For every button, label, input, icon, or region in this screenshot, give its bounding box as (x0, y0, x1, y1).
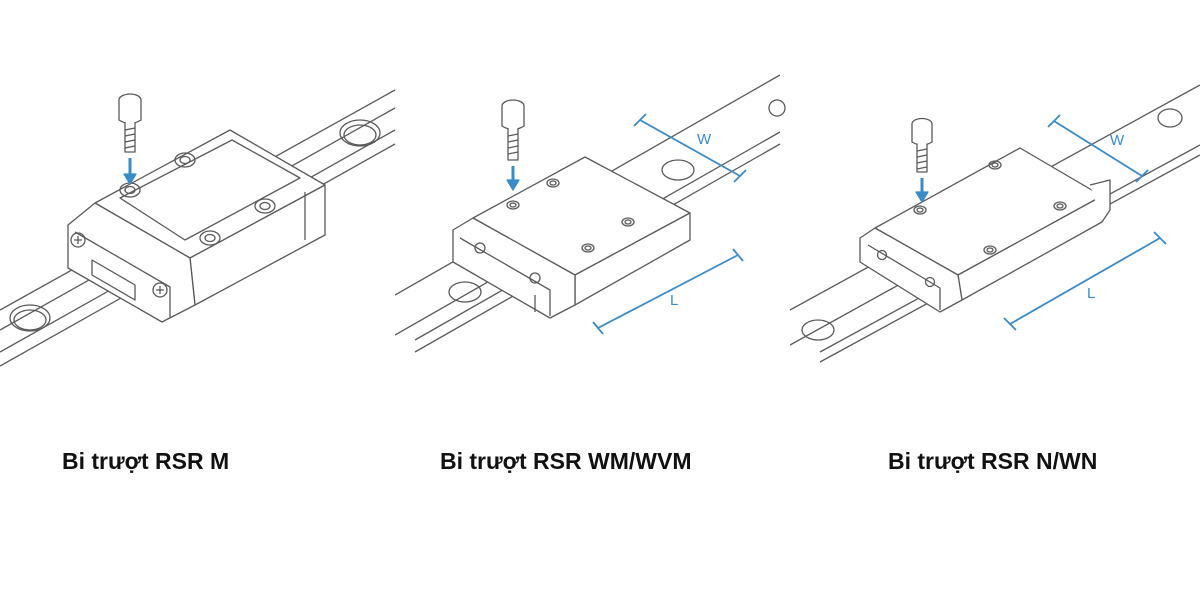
slider-block (452, 156, 691, 319)
caption-rsr-m: Bi trượt RSR M (62, 448, 230, 474)
bolt-icon (118, 93, 142, 153)
length-dimension (1003, 231, 1167, 331)
width-dimension (1047, 114, 1149, 183)
insert-arrow (915, 178, 929, 203)
diagram-rsr-n: W L (790, 0, 1200, 400)
width-label: W (697, 131, 712, 148)
length-label: L (1087, 285, 1095, 302)
bolt-icon (911, 117, 933, 173)
slider-block (859, 147, 1111, 313)
caption-rsr-n: Bi trượt RSR N/WN (888, 448, 1098, 474)
width-label: W (1110, 132, 1125, 149)
width-dimension (633, 113, 747, 183)
slider-block (67, 129, 326, 323)
length-label: L (670, 292, 678, 309)
bolt-icon (501, 99, 525, 161)
caption-rsr-wm: Bi trượt RSR WM/WVM (440, 448, 692, 474)
insert-arrow (506, 166, 520, 191)
length-dimension (592, 248, 744, 335)
insert-arrow (123, 158, 137, 185)
diagram-rsr-wm: W L (395, 0, 795, 400)
diagram-rsr-m (0, 0, 400, 400)
